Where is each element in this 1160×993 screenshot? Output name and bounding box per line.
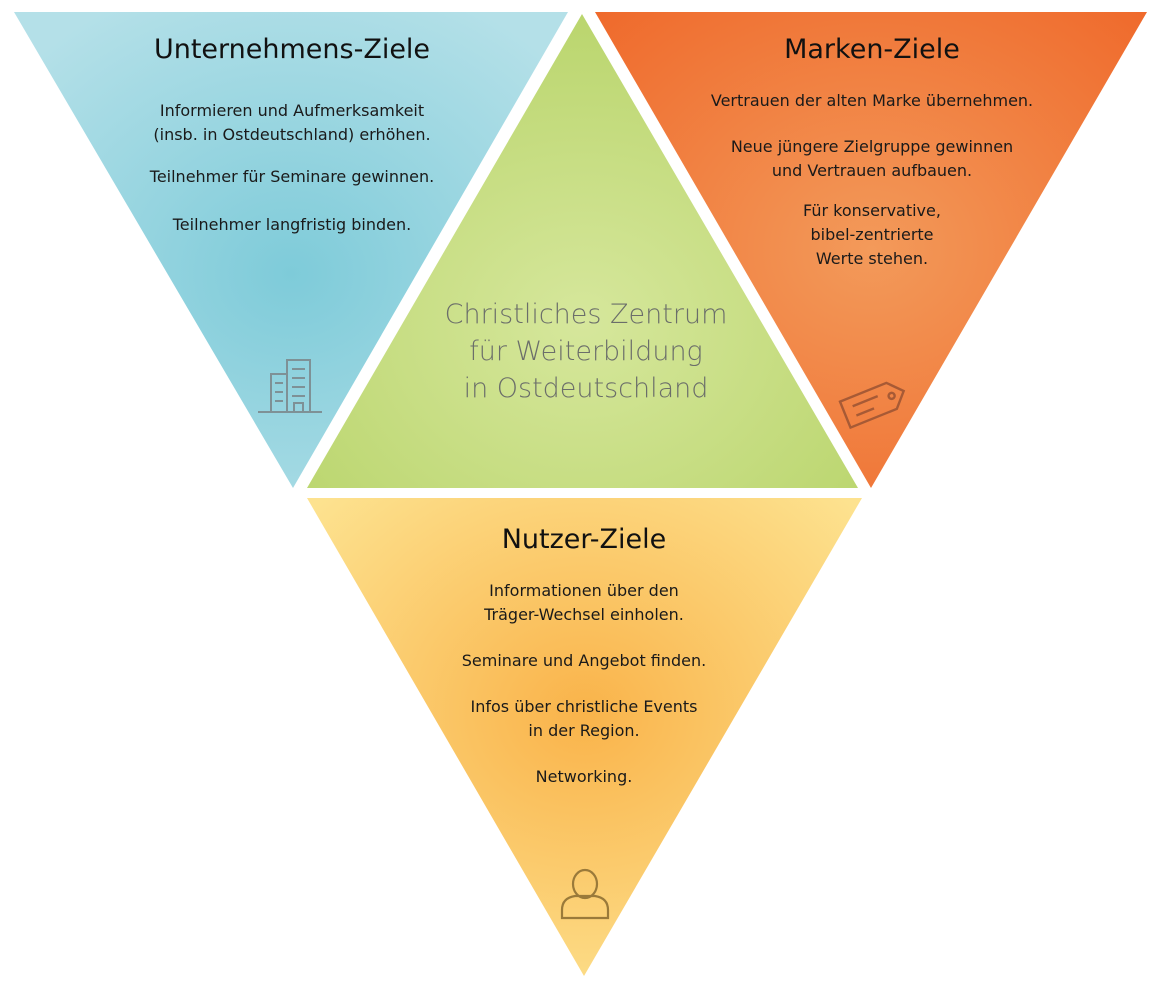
company-goal-item: Informieren und Aufmerksamkeit (insb. in… (153, 101, 431, 144)
tag-icon (838, 381, 906, 430)
building-icon (258, 359, 322, 413)
user-icon (560, 868, 610, 920)
company-goal-item: Teilnehmer langfristig binden. (172, 215, 412, 234)
user-goals-triangle (307, 498, 862, 976)
user-goals-title: Nutzer-Ziele (501, 524, 667, 555)
core-triangle (307, 14, 858, 488)
user-goal-item: Infos über christliche Events in der Reg… (470, 697, 698, 740)
brand-goal-item: Vertrauen der alten Marke übernehmen. (710, 91, 1034, 110)
company-goals-title: Unternehmens-Ziele (153, 34, 431, 65)
user-goals-panel: Nutzer-Ziele Informationen über den Träg… (384, 524, 784, 789)
brand-goal-item: Neue jüngere Zielgruppe gewinnen und Ver… (730, 137, 1014, 180)
user-goal-item: Networking. (535, 767, 633, 786)
brand-goals-title: Marken-Ziele (784, 34, 960, 65)
core-title: Christliches Zentrum für Weiterbildung i… (444, 299, 728, 404)
brand-goal-item: Für konservative, bibel-zentrierte Werte… (803, 201, 941, 268)
brand-goals-triangle (595, 12, 1147, 488)
core-panel: Christliches Zentrum für Weiterbildung i… (386, 296, 786, 407)
user-goal-item: Seminare und Angebot finden. (461, 651, 707, 670)
user-goal-item: Informationen über den Träger-Wechsel ei… (484, 581, 684, 624)
company-goals-panel: Unternehmens-Ziele Informieren und Aufme… (70, 34, 514, 237)
brand-goals-panel: Marken-Ziele Vertrauen der alten Marke ü… (648, 34, 1096, 271)
company-goal-item: Teilnehmer für Seminare gewinnen. (149, 167, 435, 186)
company-goals-triangle (14, 12, 568, 488)
